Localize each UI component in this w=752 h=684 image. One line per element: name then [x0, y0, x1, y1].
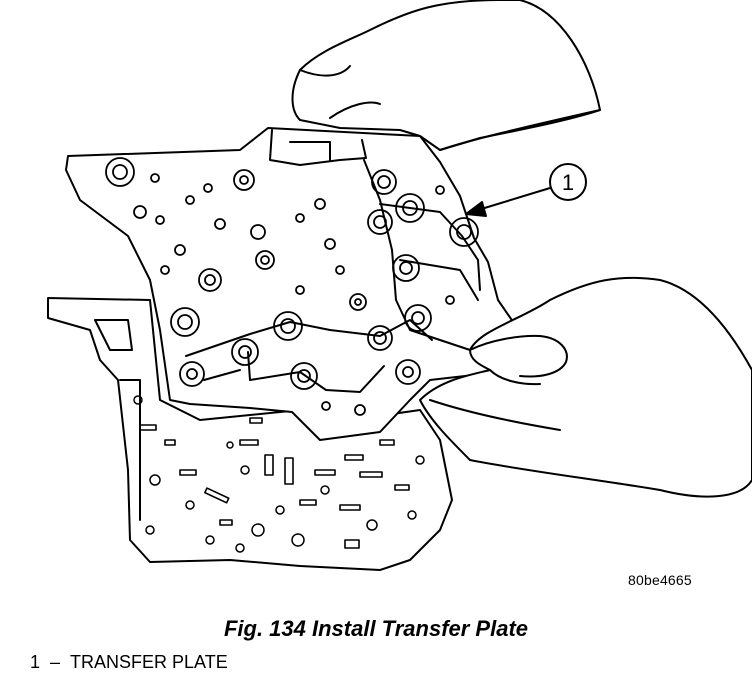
upper-hand — [291, 0, 601, 151]
legend-item: 1–TRANSFER PLATE — [30, 652, 228, 673]
figure-caption: Fig. 134 Install Transfer Plate — [223, 616, 529, 641]
valve-body-lower — [47, 297, 453, 571]
transfer-plate-upper — [65, 127, 521, 441]
legend-number: 1 — [30, 652, 41, 672]
image-reference-id: 80be4665 — [628, 572, 692, 588]
legend-label: TRANSFER PLATE — [70, 652, 228, 672]
lower-hand — [419, 276, 752, 498]
transfer-plate-illustration: 1 — [47, 0, 752, 571]
legend-dash: – — [50, 652, 61, 672]
callout-1 — [465, 163, 587, 217]
callout-number: 1 — [562, 170, 574, 195]
